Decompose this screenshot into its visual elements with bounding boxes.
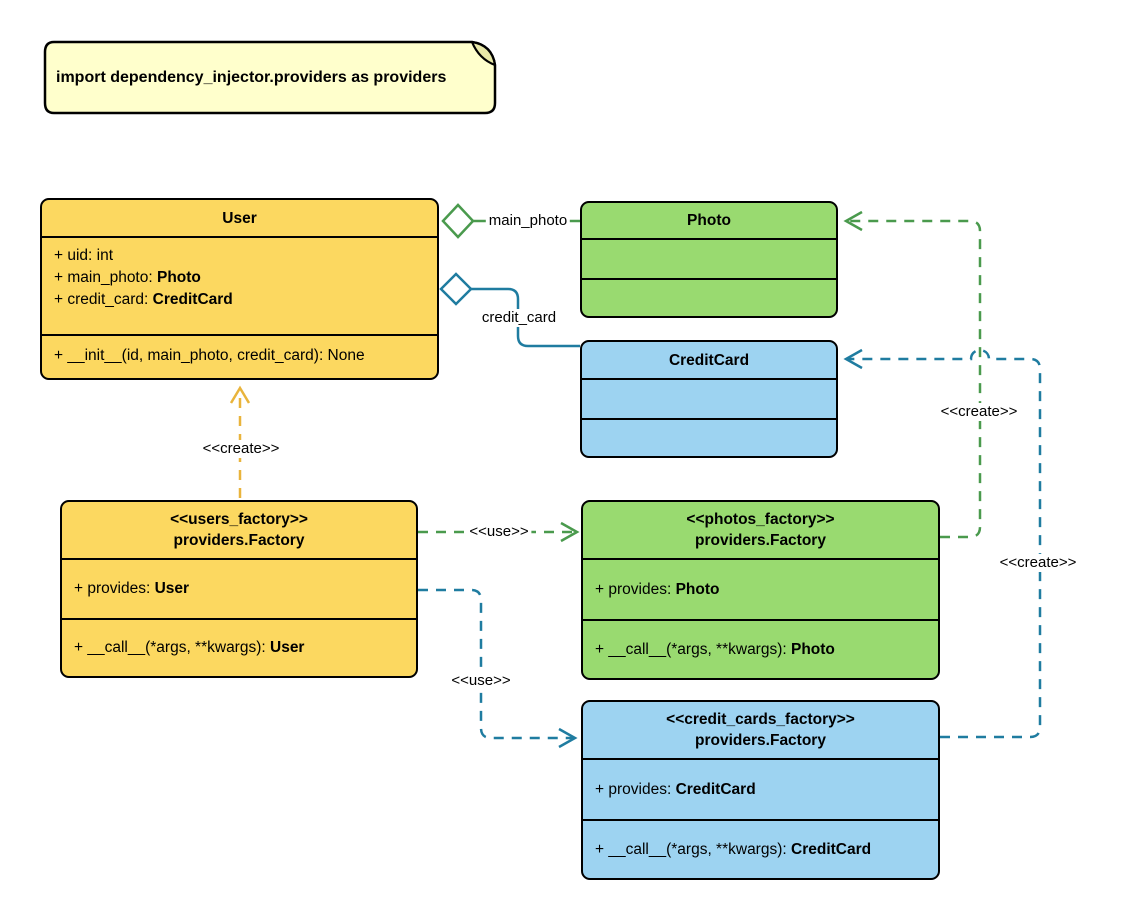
attribute-line: + provides: User bbox=[74, 580, 190, 597]
note-shape bbox=[43, 40, 497, 115]
class-user-methods: + __init__(id, main_photo, credit_card):… bbox=[42, 336, 437, 367]
class-credit-cards-factory-title: <<credit_cards_factory>> providers.Facto… bbox=[583, 702, 938, 760]
class-name-label: providers.Factory bbox=[695, 532, 826, 549]
edge-label-main-photo: main_photo bbox=[485, 212, 571, 230]
method-line: + __call__(*args, **kwargs): Photo bbox=[595, 640, 835, 658]
class-credit-cards-factory-attributes: + provides: CreditCard bbox=[583, 760, 938, 821]
edge-label-create-photo: <<create>> bbox=[937, 403, 1021, 421]
class-photo: Photo bbox=[580, 201, 838, 318]
arrowhead-create-photo-icon bbox=[843, 210, 863, 232]
stereotype-label: <<credit_cards_factory>> bbox=[666, 711, 855, 728]
stereotype-label: <<photos_factory>> bbox=[686, 511, 835, 528]
class-photo-title: Photo bbox=[582, 203, 836, 240]
class-users-factory: <<users_factory>> providers.Factory + pr… bbox=[60, 500, 418, 678]
edge-label-use-photos-factory: <<use>> bbox=[466, 523, 532, 541]
class-photo-attributes bbox=[582, 240, 836, 280]
note-text: import dependency_injector.providers as … bbox=[56, 68, 447, 86]
class-photos-factory-title: <<photos_factory>> providers.Factory bbox=[583, 502, 938, 560]
method-line: + __init__(id, main_photo, credit_card):… bbox=[54, 347, 365, 364]
class-user-attributes: + uid: int + main_photo: Photo + credit_… bbox=[42, 238, 437, 336]
class-photos-factory: <<photos_factory>> providers.Factory + p… bbox=[581, 500, 940, 680]
stereotype-label: <<users_factory>> bbox=[170, 511, 308, 528]
edge-label-create-creditcard: <<create>> bbox=[996, 554, 1080, 572]
class-credit-cards-factory: <<credit_cards_factory>> providers.Facto… bbox=[581, 700, 940, 880]
class-photos-factory-attributes: + provides: Photo bbox=[583, 560, 938, 621]
edge-ccardsfactory-creditcard-line bbox=[848, 348, 1042, 739]
arrowhead-create-user-icon bbox=[229, 385, 251, 404]
class-users-factory-methods: + __call__(*args, **kwargs): User bbox=[62, 620, 416, 675]
class-creditcard-title: CreditCard bbox=[582, 342, 836, 380]
attribute-line: + uid: int bbox=[54, 247, 114, 264]
method-line: + __call__(*args, **kwargs): User bbox=[74, 638, 305, 656]
class-users-factory-title: <<users_factory>> providers.Factory bbox=[62, 502, 416, 560]
edge-label-credit-card: credit_card bbox=[478, 309, 560, 327]
edge-photosfactory-photo-line bbox=[848, 219, 982, 539]
edge-usersfactory-ccardsfactory-line bbox=[418, 588, 573, 740]
arrowhead-use-photosfactory-icon bbox=[560, 521, 580, 543]
class-creditcard-attributes bbox=[582, 380, 836, 420]
attribute-line: + provides: Photo bbox=[595, 580, 720, 598]
edge-label-use-ccards-factory: <<use>> bbox=[448, 672, 514, 690]
class-name-label: providers.Factory bbox=[173, 532, 305, 549]
method-line: + __call__(*args, **kwargs): CreditCard bbox=[595, 840, 872, 858]
aggregation-diamond-main-photo-icon bbox=[441, 203, 475, 239]
arrowhead-create-creditcard-icon bbox=[843, 348, 863, 370]
arrowhead-use-ccardsfactory-icon bbox=[558, 727, 578, 749]
class-creditcard: CreditCard bbox=[580, 340, 838, 458]
attribute-line: + provides: CreditCard bbox=[595, 780, 756, 798]
attribute-line: + credit_card: CreditCard bbox=[54, 291, 233, 308]
class-name-label: providers.Factory bbox=[695, 732, 826, 749]
edge-label-create-user: <<create>> bbox=[199, 440, 283, 458]
aggregation-diamond-credit-card-icon bbox=[439, 272, 473, 306]
note-import: import dependency_injector.providers as … bbox=[42, 40, 498, 115]
class-credit-cards-factory-methods: + __call__(*args, **kwargs): CreditCard bbox=[583, 821, 938, 878]
class-users-factory-attributes: + provides: User bbox=[62, 560, 416, 620]
class-user-title: User bbox=[42, 200, 437, 238]
attribute-line: + main_photo: Photo bbox=[54, 269, 201, 286]
class-user: User + uid: int + main_photo: Photo + cr… bbox=[40, 198, 439, 380]
note-fold-icon bbox=[470, 40, 497, 67]
class-photos-factory-methods: + __call__(*args, **kwargs): Photo bbox=[583, 621, 938, 678]
